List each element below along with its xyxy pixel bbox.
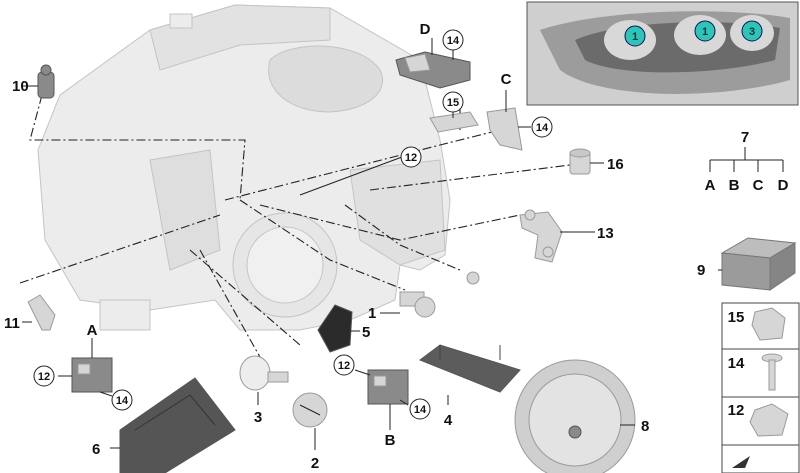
part-9-box [720,237,797,291]
tree-child-A: A [705,177,716,194]
callout-16: 16 [607,156,624,173]
part-13-bracket [519,209,563,263]
tree-child-B: B [729,177,740,194]
part-15-mount [429,111,479,133]
callout-6: 6 [92,441,100,458]
circle-14-a [111,389,133,411]
side-panel-arrow-icon [732,456,750,468]
part-8-cover-disc [514,359,636,473]
side-panel: 15 14 12 [721,302,800,473]
circle-15-label: 15 [447,97,459,109]
tree-root-label: 7 [741,129,749,146]
circle-14-top-label: 14 [447,35,460,47]
tree-child-D: D [778,177,789,194]
circle-12-b [333,354,355,376]
callout-4: 4 [444,412,453,429]
callout-3: 3 [254,409,262,426]
part-C-holder [486,107,523,151]
part-6-control-unit [119,377,236,473]
callouts: 10 11 D C 16 13 9 1 5 4 8 3 2 A B 6 [4,21,705,472]
headlight-housing [37,4,451,331]
circled-callouts: 14 15 14 12 12 14 12 14 [33,29,553,420]
part-11-bracket [27,294,56,331]
part-A-connector [71,357,113,393]
circle-14-c-label: 14 [536,122,549,134]
circle-15 [442,91,464,113]
leader-lines [22,38,722,450]
callout-9: 9 [697,262,705,279]
callout-B: B [385,432,396,449]
side-panel-15: 15 [728,309,745,326]
callout-C: C [501,71,512,88]
circle-14-top [442,29,464,51]
part-D-holder [395,51,471,89]
variant-tree: 7 A B C D [705,129,789,194]
callout-11: 11 [4,315,20,332]
callout-2: 2 [311,455,319,472]
inset-marker-1b-label: 1 [702,26,708,38]
part-4-plate [418,344,521,393]
part-10-clip [37,64,55,99]
part-5-cover [317,304,353,353]
circle-12-b-label: 12 [338,360,350,372]
part-16-cap [569,148,591,175]
inset-marker-3-label: 3 [749,26,755,38]
part-3-bulb [239,355,289,391]
part-B-connector [367,369,409,405]
part-1-bulb-socket [399,291,436,318]
part-2-socket [292,392,328,428]
circle-12-mid-label: 12 [405,152,417,164]
side-panel-15-part [751,307,786,341]
inset-marker-3 [741,20,763,42]
vehicle-inset: 1 1 3 [526,1,799,106]
side-panel-12-part [749,403,789,437]
callout-A: A [87,322,98,339]
circle-14-b-label: 14 [414,404,427,416]
callout-13: 13 [597,225,614,242]
tree-child-C: C [753,177,764,194]
inset-marker-1b [694,20,716,42]
circle-12-a [33,365,55,387]
callout-5: 5 [362,324,370,341]
callout-10: 10 [12,78,29,95]
side-panel-12: 12 [728,402,745,419]
inset-marker-1a [624,25,646,47]
side-panel-14: 14 [728,355,745,372]
callout-D: D [420,21,431,38]
circle-14-b [409,398,431,420]
circle-12-mid [400,146,422,168]
callout-1: 1 [368,305,376,322]
side-panel-14-screw [761,353,783,391]
callout-8: 8 [641,418,649,435]
part-screw [466,271,480,285]
circle-12-a-label: 12 [38,371,50,383]
circle-14-a-label: 14 [116,395,129,407]
inset-marker-1a-label: 1 [632,31,638,43]
circle-14-c [531,116,553,138]
